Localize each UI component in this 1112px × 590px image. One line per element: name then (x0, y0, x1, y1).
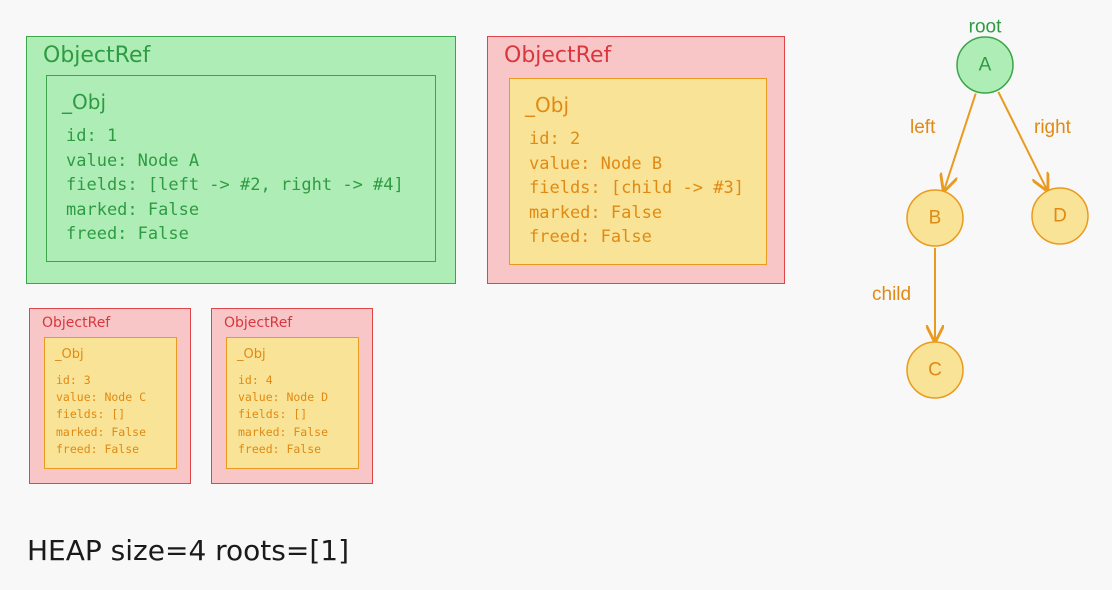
field-freed: freed: False (529, 227, 652, 247)
graph-edges: left right child (872, 91, 1072, 341)
field-id: id: 2 (529, 129, 581, 149)
field-id: id: 4 (238, 373, 273, 387)
heap-summary: HEAP size=4 roots=[1] (27, 534, 349, 567)
node-A (956, 36, 1014, 94)
node-C (906, 341, 964, 399)
obj-fields: id: 4 value: Node D fields: [] marked: F… (238, 372, 328, 458)
node-label-D: D (1053, 206, 1067, 227)
node-B (906, 189, 964, 247)
obj-box-4: _Obj id: 4 value: Node D fields: [] mark… (226, 337, 359, 469)
obj-title: _Obj (55, 347, 84, 362)
field-id: id: 3 (56, 373, 91, 387)
object-ref-title: ObjectRef (43, 43, 151, 68)
field-marked: marked: False (66, 199, 200, 220)
object-ref-title: ObjectRef (504, 43, 612, 68)
field-value: value: Node A (66, 150, 200, 171)
field-freed: freed: False (56, 441, 140, 456)
field-fields: fields: [left -> #2, right -> #4] (66, 175, 404, 195)
obj-fields: id: 1 value: Node A fields: [left -> #2,… (66, 124, 404, 247)
object-ref-4: ObjectRef _Obj id: 4 value: Node D field… (211, 308, 373, 484)
obj-box-3: _Obj id: 3 value: Node C fields: [] mark… (44, 337, 177, 469)
obj-title: _Obj (237, 347, 266, 362)
root-label: root (969, 17, 1002, 38)
field-fields: fields: [] (56, 407, 126, 422)
field-marked: marked: False (529, 202, 663, 223)
edge-A-D (997, 91, 1047, 190)
edge-label-right: right (1034, 117, 1072, 138)
obj-fields: id: 2 value: Node B fields: [child -> #3… (529, 127, 744, 250)
field-freed: freed: False (238, 441, 322, 456)
field-fields: fields: [] (238, 407, 308, 422)
object-ref-3: ObjectRef _Obj id: 3 value: Node C field… (29, 308, 191, 484)
edge-label-child: child (872, 284, 911, 305)
object-ref-2: ObjectRef _Obj id: 2 value: Node B field… (487, 36, 785, 284)
obj-title: _Obj (525, 93, 569, 117)
field-marked: marked: False (238, 424, 329, 439)
field-value: value: Node D (238, 390, 329, 405)
graph-nodes: A B C D (906, 36, 1089, 399)
field-freed: freed: False (66, 224, 189, 244)
field-value: value: Node B (529, 153, 663, 174)
node-label-B: B (929, 208, 942, 229)
obj-title: _Obj (62, 90, 106, 114)
node-label-C: C (928, 360, 942, 381)
node-D (1031, 187, 1089, 245)
field-id: id: 1 (66, 126, 118, 146)
field-fields: fields: [child -> #3] (529, 178, 744, 198)
edge-A-B (944, 93, 977, 191)
obj-fields: id: 3 value: Node C fields: [] marked: F… (56, 372, 146, 458)
field-marked: marked: False (56, 424, 147, 439)
object-ref-title: ObjectRef (42, 315, 111, 331)
object-ref-1: ObjectRef _Obj id: 1 value: Node A field… (26, 36, 456, 284)
obj-box-1: _Obj id: 1 value: Node A fields: [left -… (46, 75, 436, 262)
edge-label-left: left (910, 117, 936, 138)
object-ref-title: ObjectRef (224, 315, 293, 331)
obj-box-2: _Obj id: 2 value: Node B fields: [child … (509, 78, 767, 265)
field-value: value: Node C (56, 390, 147, 405)
node-label-A: A (979, 55, 992, 76)
